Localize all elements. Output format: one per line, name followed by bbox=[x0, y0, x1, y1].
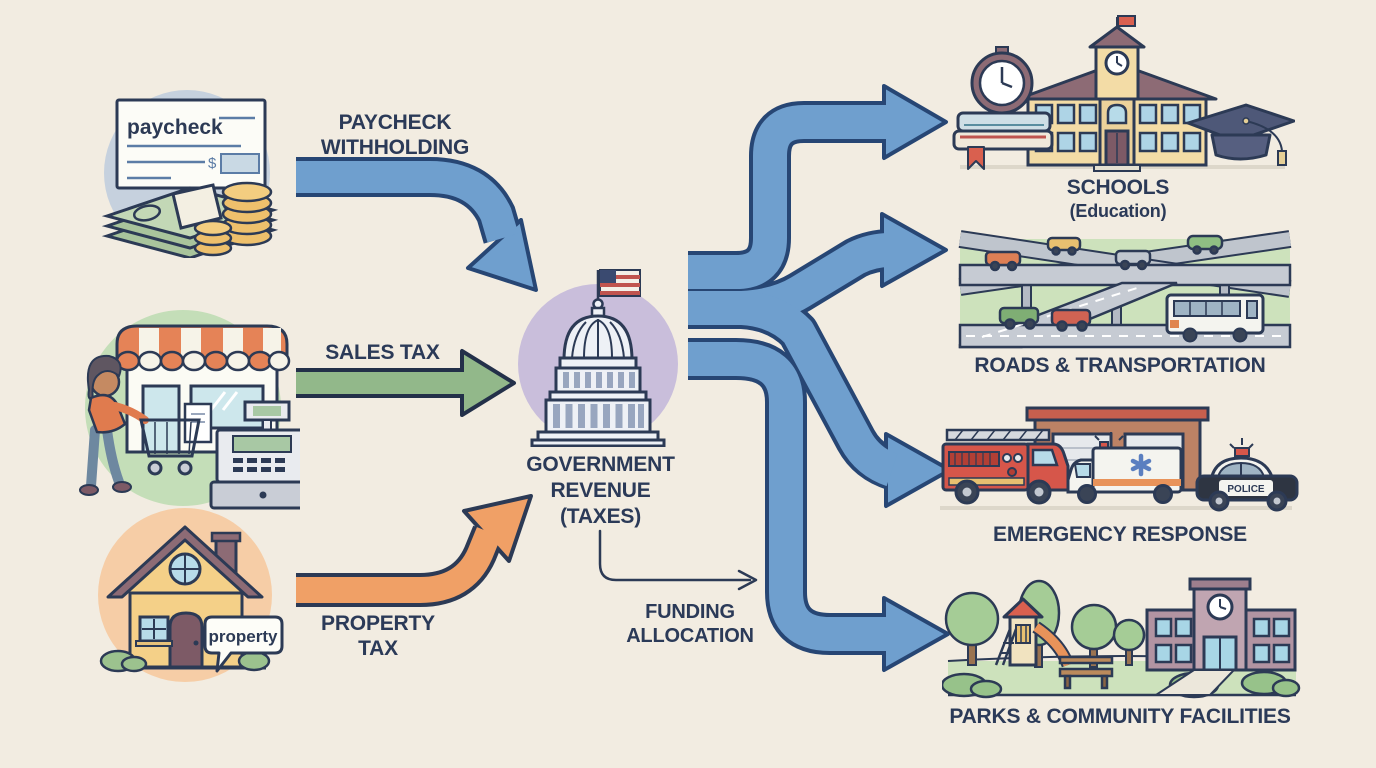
store-shopping-icon bbox=[79, 310, 300, 510]
svg-text:paycheck: paycheck bbox=[127, 116, 223, 139]
house-property-icon: property bbox=[98, 508, 284, 682]
school-building bbox=[1016, 15, 1218, 172]
fire-truck bbox=[941, 428, 1070, 505]
trees bbox=[944, 579, 1146, 668]
label-funding-allocation: FUNDING ALLOCATION bbox=[626, 601, 754, 647]
arrowhead-parks bbox=[882, 596, 950, 672]
police-car: POLICE bbox=[1195, 438, 1299, 512]
parks-community-icon bbox=[942, 577, 1301, 699]
storefront bbox=[115, 324, 291, 454]
allocation-ribbons bbox=[688, 84, 952, 672]
shopper-with-cart bbox=[79, 354, 201, 496]
label-parks-community: PARKS & COMMUNITY FACILITIES bbox=[949, 705, 1291, 728]
label-emergency-response: EMERGENCY RESPONSE bbox=[993, 523, 1247, 546]
svg-text:property: property bbox=[209, 627, 279, 646]
svg-text:POLICE: POLICE bbox=[1227, 484, 1265, 495]
label-government-revenue: GOVERNMENT REVENUE (TAXES) bbox=[526, 453, 675, 529]
roads-transportation-icon bbox=[958, 230, 1292, 349]
property-tax-arrow bbox=[296, 494, 533, 607]
label-schools: SCHOOLS (Education) bbox=[1066, 176, 1170, 221]
label-paycheck-withholding: PAYCHECK WITHHOLDING bbox=[320, 111, 470, 159]
community-building bbox=[1145, 577, 1297, 696]
bus bbox=[1165, 293, 1265, 343]
cash-register bbox=[183, 400, 300, 510]
sales-tax-arrow bbox=[296, 349, 516, 417]
arrowhead-roads bbox=[880, 212, 948, 288]
paycheck-arrow bbox=[296, 157, 538, 292]
paycheck-check: paycheck $ bbox=[115, 98, 267, 190]
property-speech-bubble: property bbox=[203, 615, 284, 673]
us-flag bbox=[596, 269, 641, 302]
capitol-building bbox=[530, 298, 666, 447]
label-roads-transportation: ROADS & TRANSPORTATION bbox=[974, 354, 1266, 377]
funding-allocation-arrow bbox=[598, 529, 758, 591]
bench bbox=[1058, 655, 1114, 690]
arrowhead-schools bbox=[882, 84, 948, 160]
svg-text:$: $ bbox=[208, 155, 217, 172]
coin-stacks bbox=[193, 181, 273, 257]
graduation-cap bbox=[1186, 103, 1295, 166]
label-property-tax: PROPERTY TAX bbox=[321, 612, 435, 660]
capitol-building-icon bbox=[518, 269, 678, 447]
paycheck-money-icon: paycheck $ bbox=[101, 90, 279, 258]
ambulance bbox=[1066, 432, 1183, 504]
books-and-clock bbox=[952, 46, 1054, 170]
school-icon bbox=[952, 15, 1295, 172]
emergency-response-icon: POLICE bbox=[940, 406, 1299, 512]
vehicles bbox=[984, 234, 1224, 332]
label-sales-tax: SALES TAX bbox=[325, 341, 440, 364]
